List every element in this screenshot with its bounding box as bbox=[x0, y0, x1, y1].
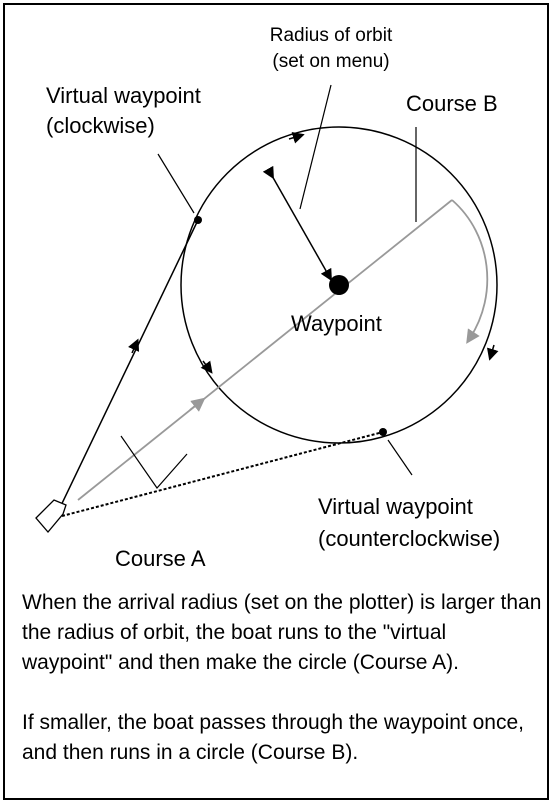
course-a-label: Course A bbox=[115, 546, 206, 571]
orbit-arrow-left bbox=[200, 360, 213, 374]
virtual-waypoint-counterclockwise-dot bbox=[379, 428, 387, 436]
counterclockwise-approach-line bbox=[61, 431, 384, 517]
note-arrival-radius-larger: When the arrival radius (set on the plot… bbox=[22, 591, 542, 674]
radius-label-leader bbox=[299, 84, 332, 210]
course-b-label: Course B bbox=[406, 91, 498, 116]
radius-arrow bbox=[262, 165, 332, 282]
vwp-clockwise-leader bbox=[157, 153, 195, 214]
figure-frame bbox=[3, 3, 549, 800]
radius-of-orbit-label-1: Radius of orbit bbox=[270, 25, 393, 46]
virtual-waypoint-clockwise-dot bbox=[194, 216, 202, 224]
vwp-clockwise-label-1: Virtual waypoint bbox=[46, 83, 201, 108]
course-a-arrow bbox=[128, 338, 140, 354]
course-b-line bbox=[77, 199, 453, 501]
course-b-arc bbox=[451, 199, 489, 344]
note-arrival-radius-smaller: If smaller, the boat passes through the … bbox=[22, 711, 524, 764]
vwp-counterclockwise-label-2: (counterclockwise) bbox=[318, 526, 500, 551]
waypoint-dot bbox=[329, 275, 349, 295]
orbit-arrow-top bbox=[288, 131, 305, 144]
vwp-counterclockwise-leader bbox=[387, 439, 413, 476]
boat-icon bbox=[35, 499, 67, 534]
orbit-diagram: Radius of orbit (set on menu) Virtual wa… bbox=[35, 25, 500, 571]
radius-of-orbit-label-2: (set on menu) bbox=[272, 51, 389, 72]
vwp-clockwise-label-2: (clockwise) bbox=[46, 113, 155, 138]
vwp-counterclockwise-label-1: Virtual waypoint bbox=[318, 494, 473, 519]
course-a-line bbox=[54, 219, 199, 519]
course-b-arrow-mid bbox=[189, 397, 206, 412]
course-a-bracket bbox=[120, 435, 188, 489]
orbit-arrow-right bbox=[486, 344, 499, 361]
waypoint-label: Waypoint bbox=[291, 311, 382, 336]
